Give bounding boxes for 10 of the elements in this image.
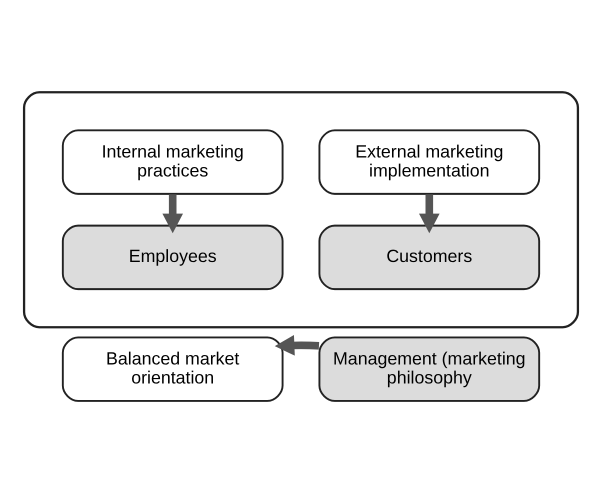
node-box: Management (marketing philosophy [318,336,540,402]
arrow [419,194,440,234]
arrow [274,335,320,356]
node-box: Employees [62,224,284,290]
node-box: Internal marketing practices [62,129,284,195]
node-box: Balanced market orientation [62,336,284,402]
node-box: External marketing implementation [318,129,540,195]
node-box: Customers [318,224,540,290]
arrow [162,194,183,234]
cluster [22,91,580,328]
